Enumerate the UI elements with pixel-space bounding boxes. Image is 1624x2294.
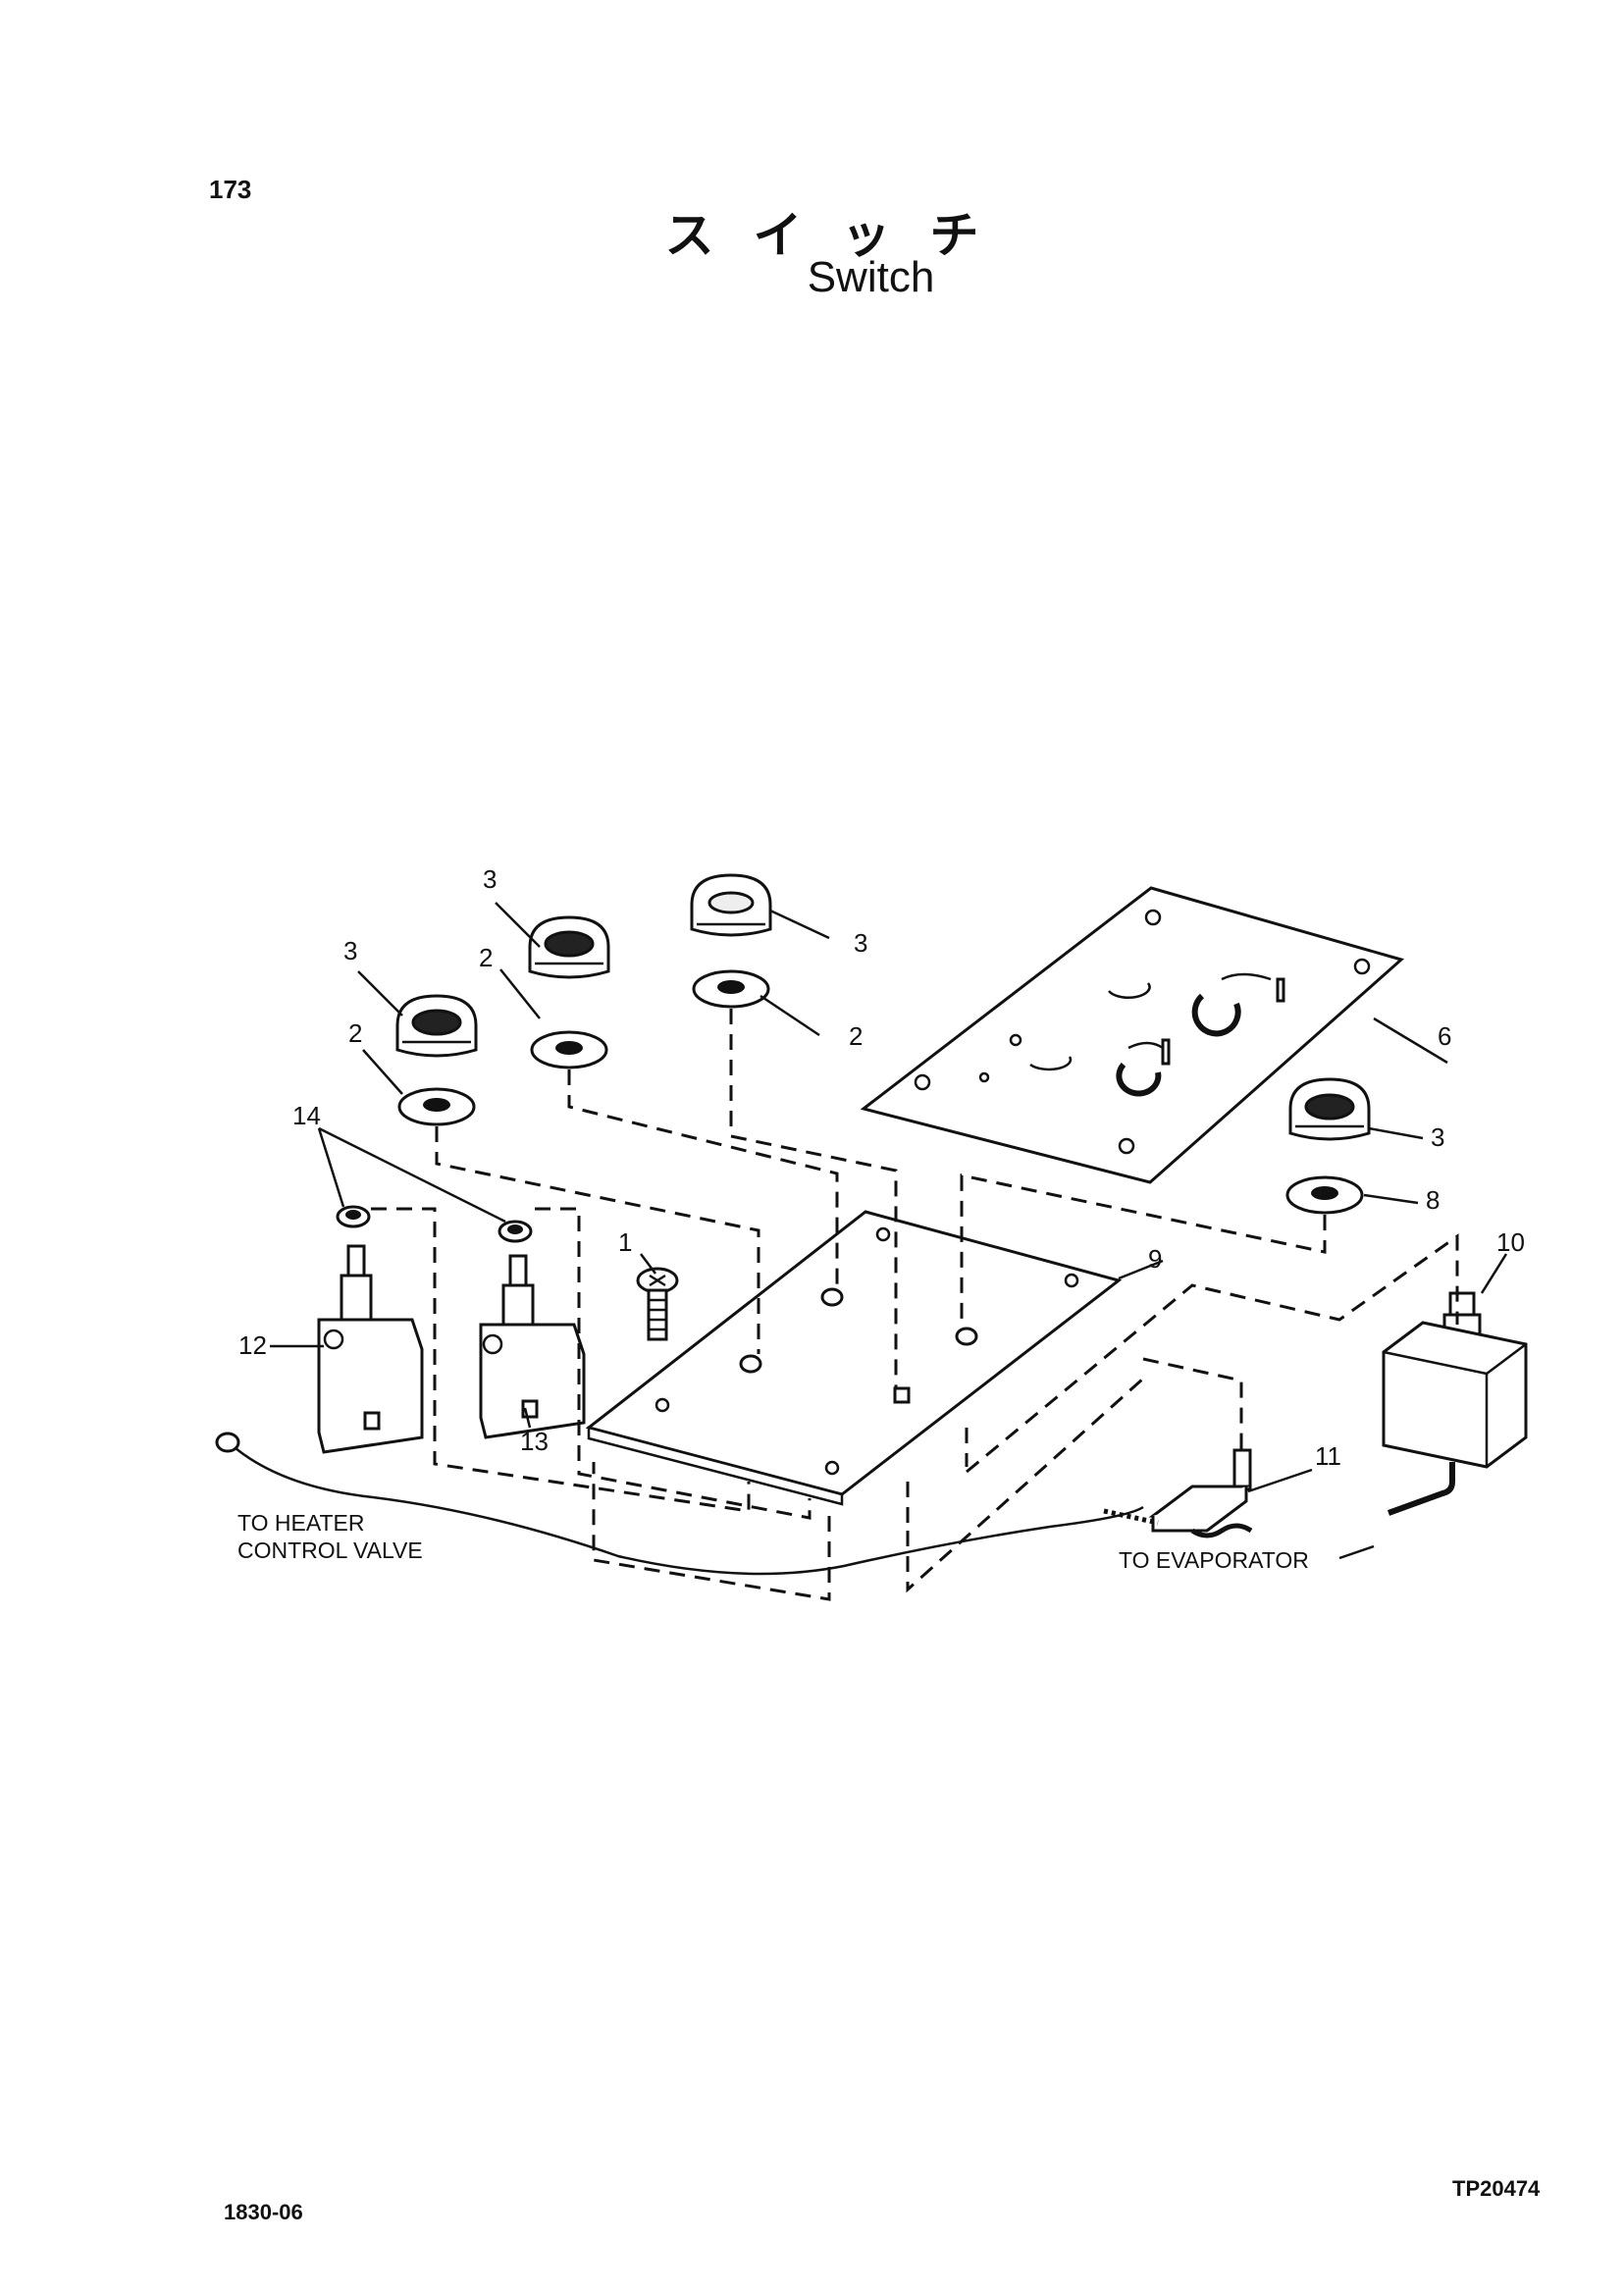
callout-2: 2 (348, 1018, 362, 1048)
cables (215, 1432, 1144, 1576)
callout-3: 3 (343, 936, 357, 965)
captions: TO HEATER CONTROL VALVE TO EVAPORATOR (237, 1510, 1309, 1573)
title-english: Switch (807, 253, 935, 301)
caption-heater-line2: CONTROL VALVE (237, 1538, 423, 1563)
callout-9: 9 (1148, 1244, 1162, 1274)
callout-13: 13 (520, 1427, 549, 1456)
callout-14: 14 (292, 1101, 321, 1130)
caption-evaporator: TO EVAPORATOR (1119, 1547, 1309, 1573)
callout-12: 12 (238, 1330, 267, 1360)
callout-3: 3 (854, 928, 867, 958)
thermostat-switch (1382, 1291, 1528, 1516)
knob-a (395, 994, 478, 1058)
document-code: 1830-06 (224, 2200, 303, 2224)
callout-3: 3 (483, 864, 497, 894)
rotary-switch-13 (479, 1254, 586, 1439)
wiring-harness (371, 1009, 1459, 1601)
leader-lines (270, 902, 1508, 1560)
callout-labels: 3 3 3 3 2 2 2 8 6 9 10 11 12 13 14 1 (238, 864, 1525, 1471)
title-japanese: スイッチ (664, 207, 1019, 264)
callout-2: 2 (479, 943, 493, 972)
knobs (395, 873, 1371, 1141)
knob-c (690, 873, 772, 937)
nuts (336, 1205, 533, 1243)
screw (636, 1267, 679, 1341)
caption-heater-line1: TO HEATER (237, 1510, 365, 1536)
callout-11: 11 (1315, 1441, 1341, 1471)
knob-b (528, 915, 610, 979)
figure-code: TP20474 (1452, 2176, 1541, 2201)
washers (397, 969, 1364, 1215)
base-plate (585, 1210, 1123, 1506)
control-panel-plate (860, 886, 1405, 1184)
temperature-sensor (1103, 1448, 1253, 1538)
callout-2: 2 (849, 1021, 863, 1051)
callout-3: 3 (1431, 1122, 1444, 1152)
callout-8: 8 (1426, 1185, 1440, 1215)
rotary-switch-12 (317, 1244, 424, 1454)
callout-1: 1 (618, 1227, 632, 1257)
callout-6: 6 (1438, 1021, 1451, 1051)
page-number: 173 (209, 175, 252, 204)
callout-10: 10 (1496, 1227, 1525, 1257)
knob-d (1288, 1077, 1371, 1141)
